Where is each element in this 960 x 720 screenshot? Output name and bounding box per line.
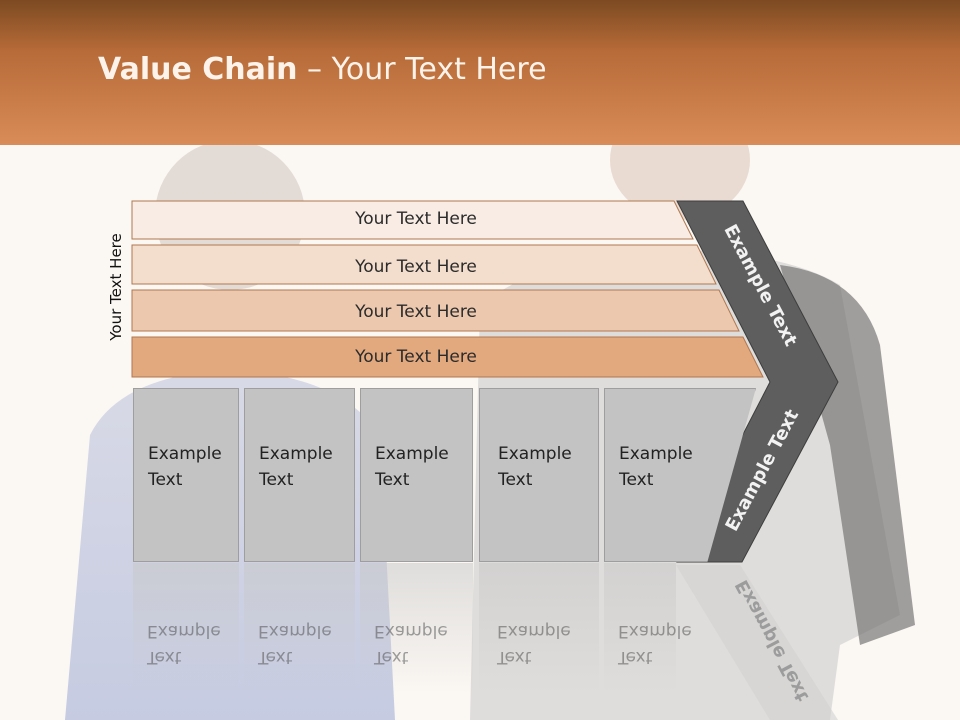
slide-title: Value Chain – Your Text Here <box>98 52 547 87</box>
box-1-line2: Text <box>148 470 183 490</box>
reflection-1: Text Example <box>133 563 239 693</box>
refl-3-line2: Text <box>374 647 409 667</box>
refl-3-line1: Example <box>374 621 448 641</box>
refl-4-line1: Example <box>497 621 571 641</box>
box-1-line1: Example <box>148 444 222 464</box>
title-bold: Value Chain <box>98 52 298 87</box>
refl-5-line1: Example <box>618 621 692 641</box>
chevron-arrow <box>676 200 839 563</box>
box-4-line1: Example <box>498 444 572 464</box>
chevron-reflection <box>676 565 838 720</box>
band-1 <box>131 200 694 240</box>
band-3 <box>131 289 740 332</box>
refl-2-line2: Text <box>258 647 293 667</box>
refl-2-line1: Example <box>258 621 332 641</box>
band-label-4: Your Text Here <box>355 347 477 367</box>
box-3-line2: Text <box>375 470 410 490</box>
box-3-line1: Example <box>375 444 449 464</box>
reflection-5: Text Example <box>604 563 692 693</box>
box-2-line2: Text <box>259 470 294 490</box>
box-4-line2: Text <box>498 470 533 490</box>
refl-1-line2: Text <box>147 647 182 667</box>
box-5-line2: Text <box>619 470 654 490</box>
refl-1-line1: Example <box>147 621 221 641</box>
box-2-line1: Example <box>259 444 333 464</box>
reflection-3: Text Example <box>360 563 473 693</box>
reflection-4: Text Example <box>479 563 599 693</box>
title-rest: – Your Text Here <box>297 52 547 87</box>
band-label-1: Your Text Here <box>355 209 477 229</box>
refl-4-line2: Text <box>497 647 532 667</box>
band-2 <box>131 244 717 285</box>
band-label-2: Your Text Here <box>355 257 477 277</box>
title-bar: Value Chain – Your Text Here <box>0 0 960 145</box>
band-4 <box>131 336 764 378</box>
band-label-3: Your Text Here <box>355 302 477 322</box>
box-5-line1: Example <box>619 444 693 464</box>
reflection-2: Text Example <box>244 563 355 693</box>
refl-5-line2: Text <box>618 647 653 667</box>
